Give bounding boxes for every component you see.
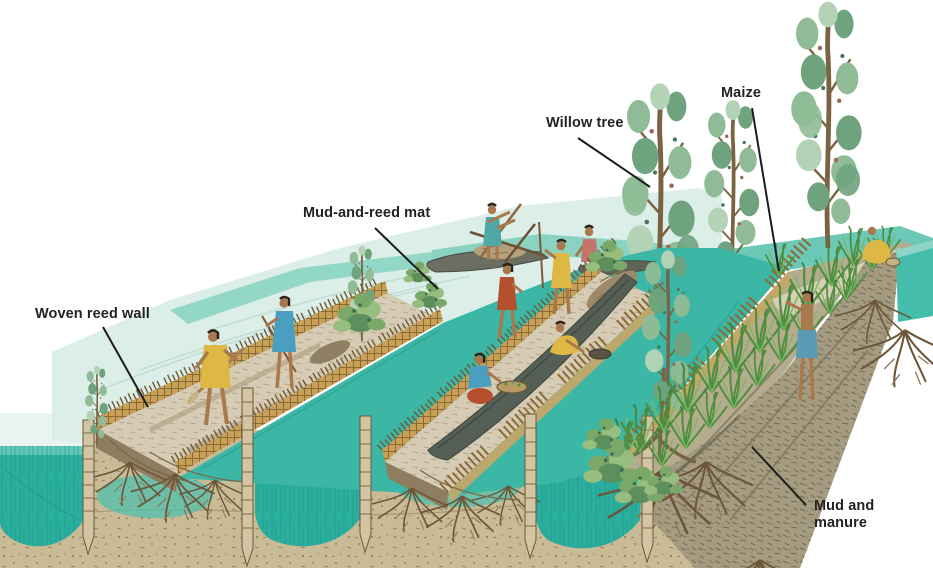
worker-kneeling-yellow <box>550 320 612 360</box>
worker-yellow-standing <box>538 221 572 315</box>
leader-mud-and-manure <box>751 446 807 506</box>
label-mud-and-reed-mat: Mud-and-reed mat <box>303 205 431 221</box>
worker-tending-maize <box>785 290 818 401</box>
label-willow-tree: Willow tree <box>546 115 624 131</box>
label-maize: Maize <box>721 85 761 101</box>
worker-yellow-digging <box>186 329 246 426</box>
cut-water-right <box>896 240 933 322</box>
worker-blue-raking <box>261 295 297 389</box>
leader-willow-tree <box>577 137 651 188</box>
leader-lines <box>102 107 807 506</box>
person-poling-canoe <box>479 202 522 261</box>
root-systems <box>89 299 933 568</box>
leader-mud-and-reed-mat <box>374 227 439 290</box>
worker-kneeling-far-right <box>862 226 901 267</box>
leader-woven-reed-wall <box>102 326 149 408</box>
leader-maize <box>751 107 780 272</box>
cut-water-left <box>0 446 86 547</box>
label-mud-and-manure: Mud and manure <box>814 498 875 532</box>
worker-kneeling-basket <box>467 352 528 404</box>
label-woven-reed-wall: Woven reed wall <box>35 306 150 322</box>
worker-red-bending <box>497 262 523 339</box>
